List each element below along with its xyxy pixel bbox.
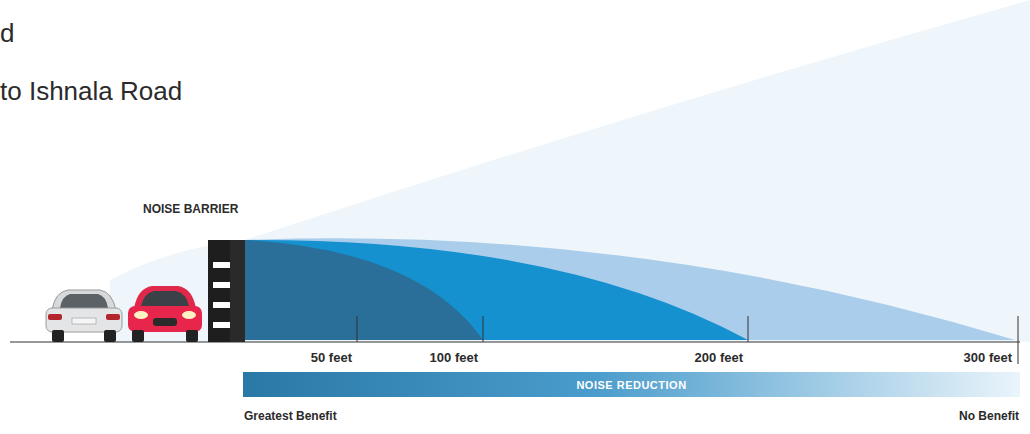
intro-text: to Ishnala Road	[0, 76, 182, 107]
tick	[1018, 316, 1019, 364]
tick	[357, 316, 358, 342]
silver-car	[46, 290, 122, 342]
band-title: NOISE REDUCTION	[576, 379, 686, 391]
sound-spread	[245, 0, 1030, 342]
noise-reduction-bar	[243, 372, 1020, 397]
zone-200	[245, 240, 748, 340]
distance-label: 300 feet	[964, 350, 1012, 365]
reduction-band: NOISE REDUCTION	[243, 372, 1020, 397]
tick	[483, 316, 484, 342]
distance-label: 50 feet	[311, 350, 352, 365]
zone-100	[245, 240, 483, 340]
distance-label: 200 feet	[695, 350, 743, 365]
sound-spread-left	[110, 240, 245, 342]
noise-barrier	[208, 240, 245, 342]
barrier-label: NOISE BARRIER	[143, 202, 238, 216]
ground-line	[10, 341, 1020, 342]
tick	[748, 316, 749, 342]
zone-300	[245, 238, 1015, 340]
intro-text: d	[0, 18, 14, 49]
distance-label: 100 feet	[430, 350, 478, 365]
scale-end-label: Greatest Benefit	[244, 409, 337, 423]
scale-end-label: No Benefit	[959, 409, 1019, 423]
red-car	[128, 286, 202, 342]
